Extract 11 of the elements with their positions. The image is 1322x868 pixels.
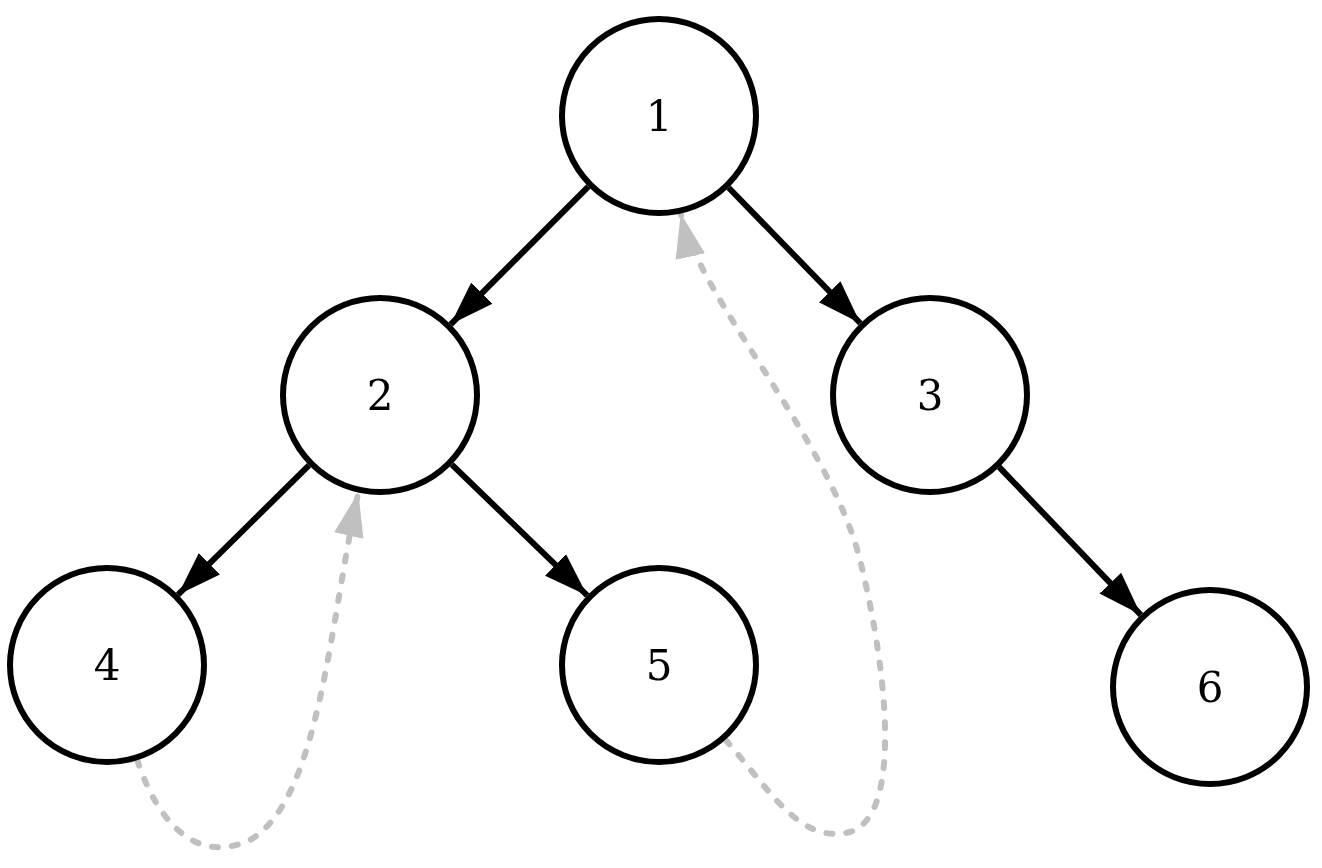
arrow <box>726 185 863 326</box>
arrow <box>176 463 311 597</box>
arrow <box>449 462 590 598</box>
node-label: 4 <box>93 639 121 692</box>
arrow <box>448 184 591 327</box>
node-label: 1 <box>645 90 673 143</box>
node-label: 5 <box>645 639 673 692</box>
arrow <box>997 465 1143 617</box>
node-label: 6 <box>1196 661 1224 714</box>
node-label: 3 <box>916 369 944 422</box>
node-label: 2 <box>366 369 394 422</box>
